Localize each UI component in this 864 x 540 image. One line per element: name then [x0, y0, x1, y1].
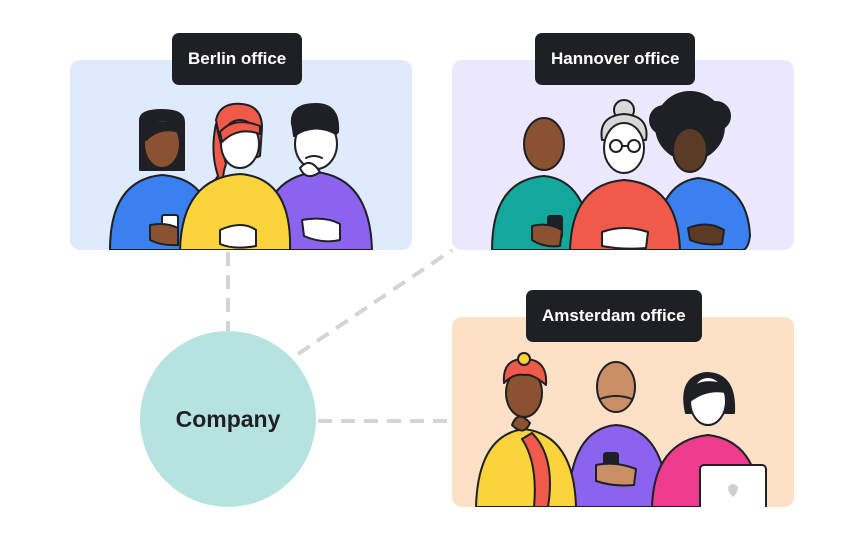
berlin-team-illustration	[109, 102, 373, 250]
person-illustration	[569, 99, 681, 250]
amsterdam-team-illustration	[475, 352, 767, 507]
berlin-office-card	[70, 60, 412, 250]
person-illustration	[179, 102, 292, 250]
person-illustration	[491, 117, 593, 250]
hannover-office-label: Hannover office	[535, 33, 696, 85]
person-illustration	[567, 361, 669, 507]
connector-company-hannover	[296, 248, 454, 356]
amsterdam-office-card	[452, 317, 794, 507]
amsterdam-office-label: Amsterdam office	[526, 290, 702, 342]
company-label: Company	[175, 405, 281, 432]
person-illustration	[651, 372, 767, 507]
hannover-team-illustration	[491, 91, 751, 250]
hannover-office-card	[452, 60, 794, 250]
berlin-office-label: Berlin office	[172, 33, 303, 85]
company-node: Company	[140, 331, 316, 507]
person-illustration	[475, 352, 577, 507]
person-illustration	[259, 103, 373, 250]
